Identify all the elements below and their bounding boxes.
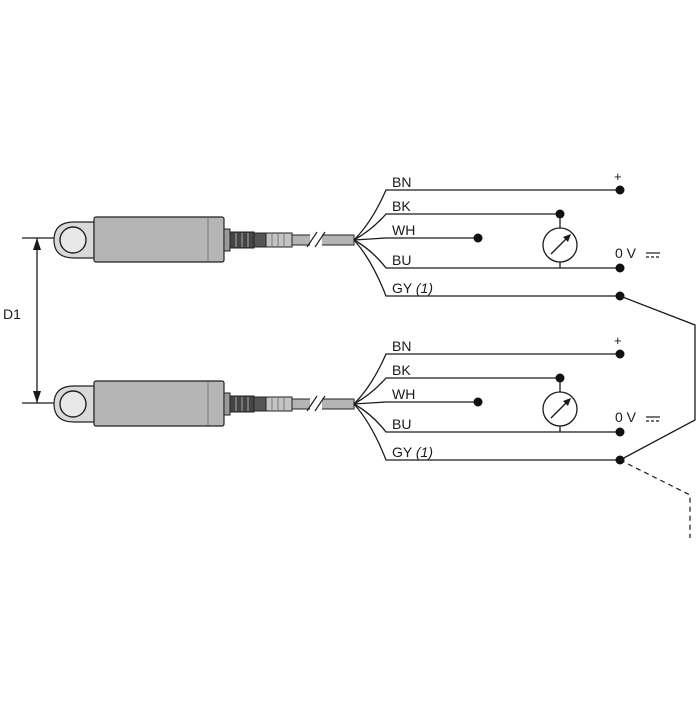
sensor-2-meter-icon [542,391,578,427]
sensor-1-plus-label: + [614,169,622,184]
sensor-2-terminal-wh [473,397,483,407]
d1-label: D1 [3,306,21,322]
sensor-2-plus-label: + [614,333,622,348]
sensor-2-lens-icon [59,390,87,418]
d1-dimension: D1 [3,237,62,404]
sensor-2-label-bn: BN [392,338,411,354]
sensor-2-body [93,380,225,427]
gy-link-continuation [619,459,691,538]
sensor-1-wire-bu [353,239,620,269]
sensor-1-label-bk: BK [392,198,411,214]
sensor-2-label-wh: WH [392,386,415,402]
d1-arrow-down-icon [33,391,41,403]
sensor-1-terminal-zero [615,263,625,273]
sensor-1-cable [291,231,355,248]
sensor-1-label-bn: BN [392,174,411,190]
sensor-1-body [93,216,225,263]
sensor-2-terminal-zero [615,427,625,437]
sensor-1-dc-symbol-icon [646,252,660,258]
sensor-1-cable-break-icon [306,231,318,248]
sensor-2-wire-gy [353,403,620,461]
sensor-2-cable-break-icon [306,395,318,412]
sensor-2-head [53,385,95,423]
sensor-1-wire-wh [353,237,478,241]
sensor-2-terminal-plus [615,349,625,359]
sensor-1-wires [353,189,620,297]
gy-sync-link [619,295,696,538]
sensor-2-label-bk: BK [392,362,411,378]
sensor-1-head [53,221,95,259]
sensor-1-wire-gy [353,239,620,297]
sensor-2: BN BK WH BU GY (1) + 0 V [53,333,660,465]
sensor-2-wires [353,353,620,461]
sensor-1-label-wh: WH [392,222,415,238]
sensor-1-wire-bk [353,213,560,241]
sensor-1-wire-bn [353,189,620,241]
sensor-2-connector [223,392,293,416]
d1-arrow-up-icon [33,238,41,250]
sensor-2-dc-symbol-icon [646,416,660,422]
sensor-1: BN BK WH BU GY (1) + 0 V [53,169,660,301]
sensor-2-wire-wh [353,401,478,405]
sensor-1-terminal-wh [473,233,483,243]
sensor-1-terminal-plus [615,185,625,195]
sensor-1-zero-label: 0 V [615,245,637,261]
sensor-2-label-bu: BU [392,416,411,432]
sensor-2-wire-bn [353,353,620,405]
sensor-1-lens-icon [59,226,87,254]
sensor-1-meter-icon [542,227,578,263]
sensor-1-label-bu: BU [392,252,411,268]
sensor-2-wire-bu [353,403,620,433]
sensor-1-connector [223,228,293,252]
sensor-2-zero-label: 0 V [615,409,637,425]
sensor-2-label-gy: GY (1) [392,444,433,460]
gy-link-line [619,295,696,461]
sensor-1-label-gy: GY (1) [392,280,433,296]
sensor-2-wire-bk [353,377,560,405]
sensor-2-cable [291,395,355,412]
